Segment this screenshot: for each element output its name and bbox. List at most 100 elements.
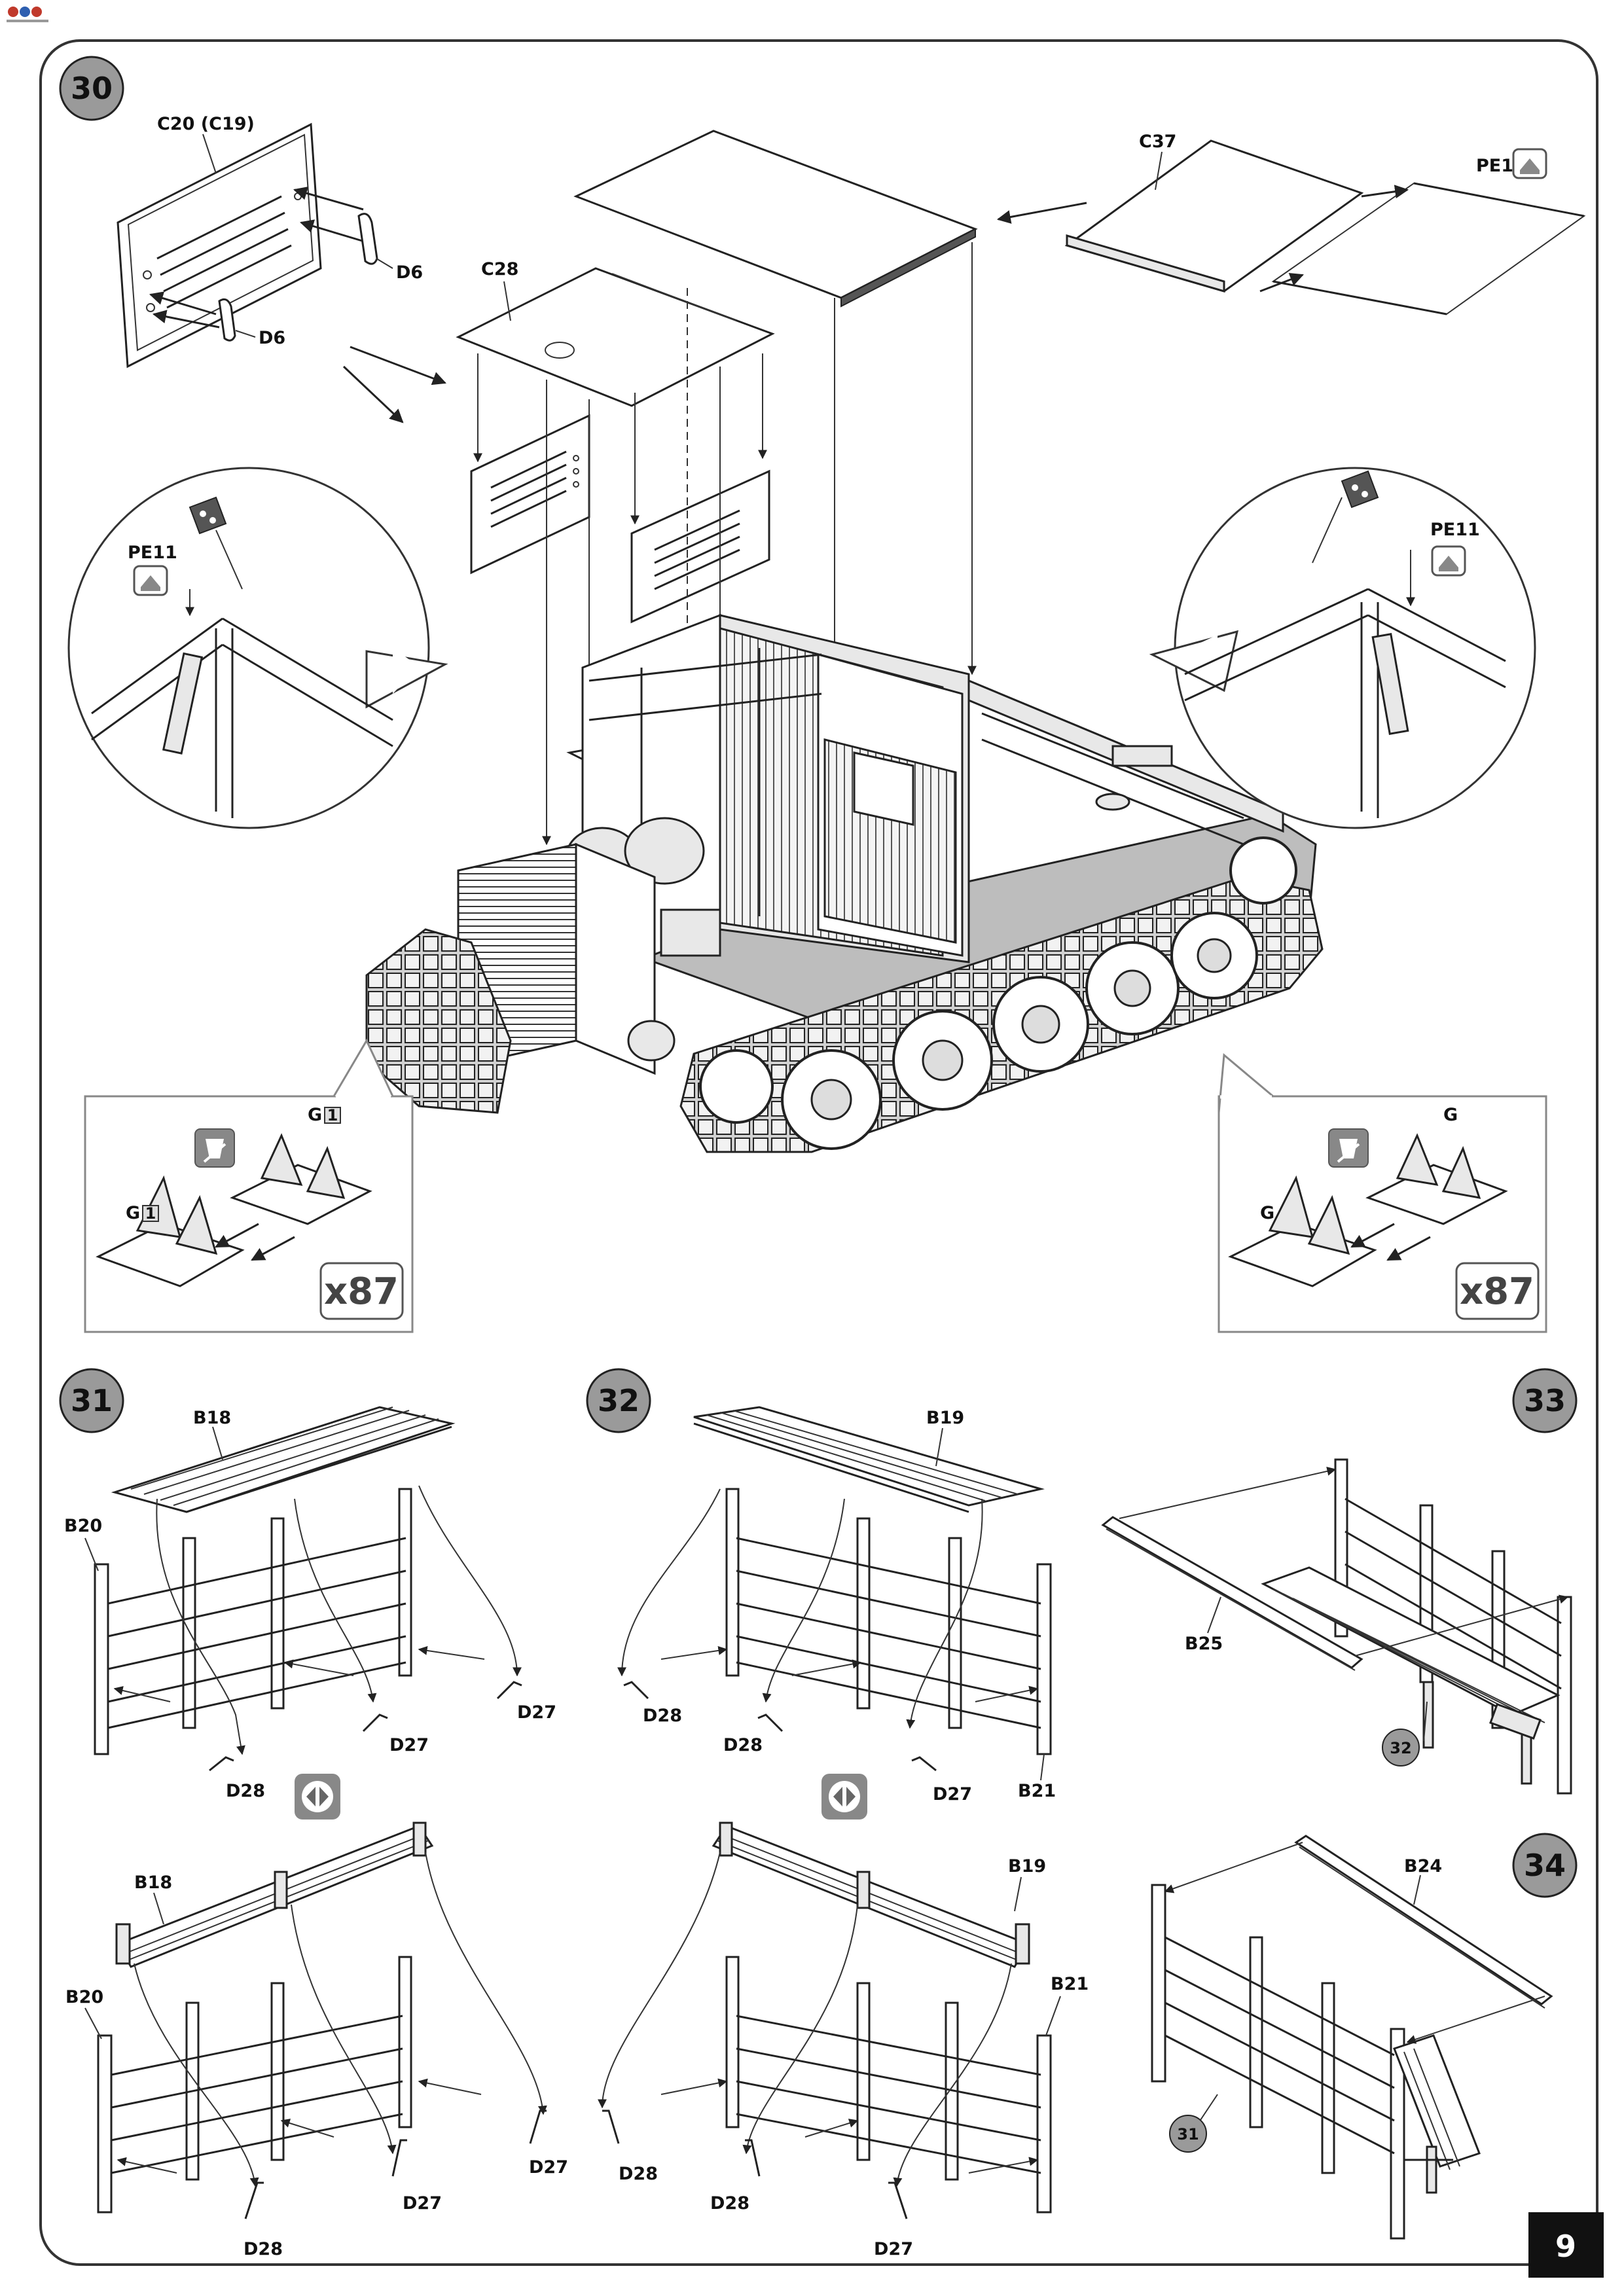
frame-b21-bottom [725,1956,1052,2214]
label-c37: C37 [1139,132,1176,152]
step-32-badge: 32 [586,1368,651,1433]
svg-text:32: 32 [1390,1739,1411,1757]
part-d27-top-b [496,1681,522,1700]
step-34-badge: 34 [1512,1833,1578,1898]
svg-text:x87: x87 [324,1270,399,1313]
label-b24: B24 [1404,1856,1442,1876]
road-wheels [699,836,1297,1150]
part-d28-top [209,1756,234,1772]
label-d27-bottom-b: D27 [529,2157,568,2178]
label-g-left-a: G [126,1203,140,1223]
track-link-box-right: G G x87 [1218,1053,1547,1333]
label-d28-top-a: D28 [643,1706,682,1726]
step-33-badge: 33 [1512,1368,1578,1433]
label-d27-top-a: D27 [389,1735,429,1755]
arrow-d6-a [293,187,364,211]
part-b25 [1101,1516,1363,1671]
arrow-c37 [996,202,1087,224]
mirror-icon [295,1774,340,1820]
step-31: 31 B18 B20 [59,1368,568,2259]
label-c28: C28 [481,259,518,279]
bend-icon [1431,545,1466,577]
bench-b18-top [111,1406,456,1513]
label-d6-a: D6 [396,262,423,283]
detail-callout-right: PE11 [1149,467,1536,829]
label-d27-bottom: D27 [874,2239,913,2259]
part-d28-top-b [757,1713,784,1732]
svg-text:32: 32 [598,1383,640,1418]
step-32: 32 B19 B21 [586,1368,1089,2259]
part-b24 [1294,1835,1553,2009]
arrow-d6-a2 [299,219,367,243]
bend-icon [133,565,168,596]
page-number: 9 [1555,2229,1576,2264]
label-c20: C20 (C19) [157,114,255,134]
label-d6-b: D6 [259,328,285,348]
label-pe1: PE1 [1476,156,1513,176]
step-31-badge: 31 [59,1368,124,1433]
svg-text:33: 33 [1524,1383,1566,1418]
bench-b18-bottom [115,1821,434,1968]
mirror-icon [821,1774,867,1820]
frame-b21-top [725,1488,1052,1755]
part-left-louver-panel [470,414,590,575]
label-d28-bottom-a: D28 [619,2164,658,2184]
vehicle-hull [365,613,1324,1153]
part-d27-top [911,1756,937,1772]
part-d6-b [218,298,236,342]
part-right-louver-panel [630,469,770,624]
part-c28-roof [456,267,775,407]
part-pe1 [1271,182,1586,315]
assembly-32-on-hull [1151,1884,1481,2240]
label-b18-top: B18 [193,1408,231,1428]
label-d27-bottom-a: D27 [403,2193,442,2214]
label-d27-top: D27 [933,1784,972,1804]
part-d28-bottom-a [602,2109,620,2144]
label-g-right-b: G [1443,1105,1458,1125]
label-d28-top-b: D28 [723,1735,763,1755]
frame-b20-top [94,1488,412,1755]
bench-b19-bottom [712,1821,1030,1968]
label-b18-bottom: B18 [134,1873,172,1893]
part-c20-panel [117,122,322,368]
arrow-direction-b [342,365,404,423]
step-30-number: 30 [71,71,113,106]
part-d6-a [357,213,378,265]
label-b20-bottom: B20 [65,1987,103,2007]
svg-text:34: 34 [1524,1848,1566,1883]
step-34: 34 B24 31 [1151,1833,1578,2240]
frame-b20-bottom [97,1956,412,2214]
detail-callout-left: PE11 [67,467,448,829]
label-d28-bottom-b: D28 [710,2193,749,2214]
step-30: 30 D6 D6 C20 (C19) [59,56,1586,1333]
no-glue-icon [1328,1128,1369,1168]
label-d27-top-b: D27 [517,1702,556,1723]
label-g-left-b: G [308,1105,322,1125]
badge-g-left-b: 1 [327,1106,338,1124]
svg-text:31: 31 [71,1383,113,1418]
label-b21-top: B21 [1018,1781,1056,1801]
label-pe11-left: PE11 [128,543,177,563]
label-b20-top: B20 [64,1516,102,1536]
label-b21-bottom: B21 [1051,1974,1089,1994]
label-d28-top: D28 [226,1781,265,1801]
page-frame [39,39,1598,2266]
brand-logo [5,5,51,22]
part-d28-bottom [244,2181,264,2219]
bend-icon [1512,148,1547,179]
label-b19-bottom: B19 [1008,1856,1046,1876]
ref-badge-31: 31 [1169,2115,1207,2153]
part-cab-roof [573,130,978,308]
part-d27-top-a [362,1713,388,1732]
svg-text:x87: x87 [1460,1270,1534,1313]
svg-text:31: 31 [1177,2125,1199,2144]
label-b25: B25 [1185,1634,1223,1654]
count-badge-right: x87 [1455,1262,1540,1320]
label-g-right-a: G [1260,1203,1274,1223]
arrow-direction-a [350,346,446,386]
no-glue-icon [194,1128,235,1168]
bench-b19-top [693,1406,1045,1513]
track-link-box-left: G 1 G 1 x87 [84,1038,414,1333]
part-d27-bottom-b [529,2109,547,2144]
